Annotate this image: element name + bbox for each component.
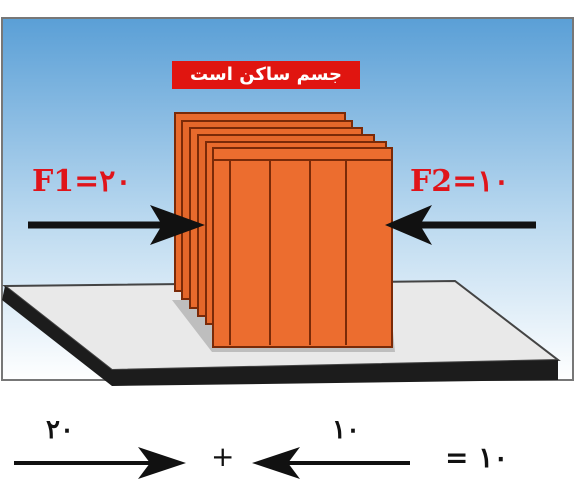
box-caption: جسم ساکن است (172, 61, 360, 89)
floor-front (112, 360, 558, 386)
floor-edge (2, 286, 112, 386)
plus-sign: + (211, 440, 235, 473)
net-force-result: = ۱۰ (445, 441, 509, 474)
bottom-arrow-right (252, 447, 410, 479)
bottom-left-arrow-value: ۲۰ (46, 415, 74, 445)
force-label-f1: F1=۲۰ (32, 164, 132, 199)
force-label-f2: F2=۱۰ (410, 164, 510, 199)
bottom-right-arrow-value: ۱۰ (332, 415, 360, 445)
force-arrow-left (28, 205, 205, 245)
box (174, 112, 393, 348)
bottom-arrow-left (14, 447, 186, 479)
force-arrow-right (385, 205, 536, 245)
